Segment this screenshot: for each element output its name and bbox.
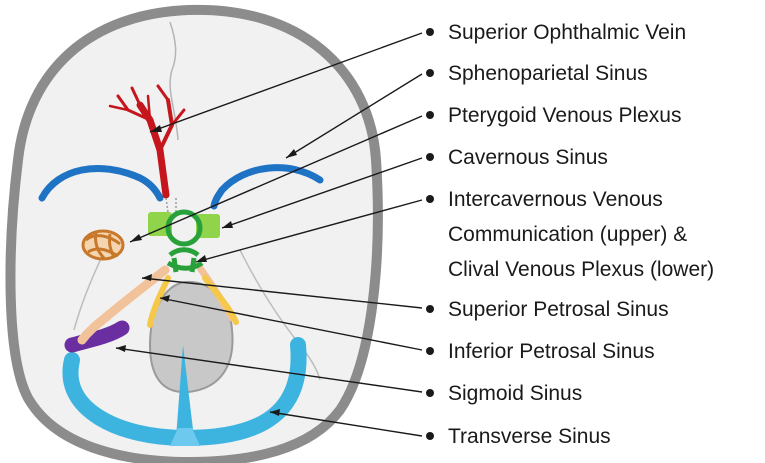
label-text-line-3: Clival Venous Plexus (lower)	[448, 258, 714, 281]
label-list: Superior Ophthalmic Vein Sphenoparietal …	[426, 21, 714, 448]
label-text: Superior Ophthalmic Vein	[448, 21, 686, 44]
label-intercavernous-clival: Intercavernous Venous Communication (upp…	[426, 188, 714, 281]
skull-outline	[10, 10, 377, 462]
label-text-line-1: Intercavernous Venous	[448, 188, 663, 211]
label-sigmoid-sinus: Sigmoid Sinus	[426, 382, 582, 405]
label-superior-ophthalmic-vein: Superior Ophthalmic Vein	[426, 21, 686, 44]
label-text-line-2: Communication (upper) &	[448, 223, 687, 246]
label-superior-petrosal-sinus: Superior Petrosal Sinus	[426, 298, 669, 321]
bullet	[426, 432, 434, 440]
skull	[10, 10, 377, 462]
label-text: Inferior Petrosal Sinus	[448, 340, 655, 363]
bullet	[426, 111, 434, 119]
bullet	[426, 195, 434, 203]
label-text: Transverse Sinus	[448, 425, 611, 448]
bullet	[426, 28, 434, 36]
label-text: Cavernous Sinus	[448, 146, 608, 169]
bullet	[426, 69, 434, 77]
bullet	[426, 389, 434, 397]
label-text: Sigmoid Sinus	[448, 382, 582, 405]
label-cavernous-sinus: Cavernous Sinus	[426, 146, 608, 169]
label-text: Pterygoid Venous Plexus	[448, 104, 681, 127]
label-sphenoparietal-sinus: Sphenoparietal Sinus	[426, 62, 648, 85]
label-pterygoid-venous-plexus: Pterygoid Venous Plexus	[426, 104, 681, 127]
label-inferior-petrosal-sinus: Inferior Petrosal Sinus	[426, 340, 655, 363]
bullet	[426, 347, 434, 355]
label-text: Sphenoparietal Sinus	[448, 62, 648, 85]
label-transverse-sinus: Transverse Sinus	[426, 425, 611, 448]
bullet	[426, 153, 434, 161]
label-text: Superior Petrosal Sinus	[448, 298, 669, 321]
pterygoid-plexus-shape	[83, 231, 123, 259]
bullet	[426, 305, 434, 313]
